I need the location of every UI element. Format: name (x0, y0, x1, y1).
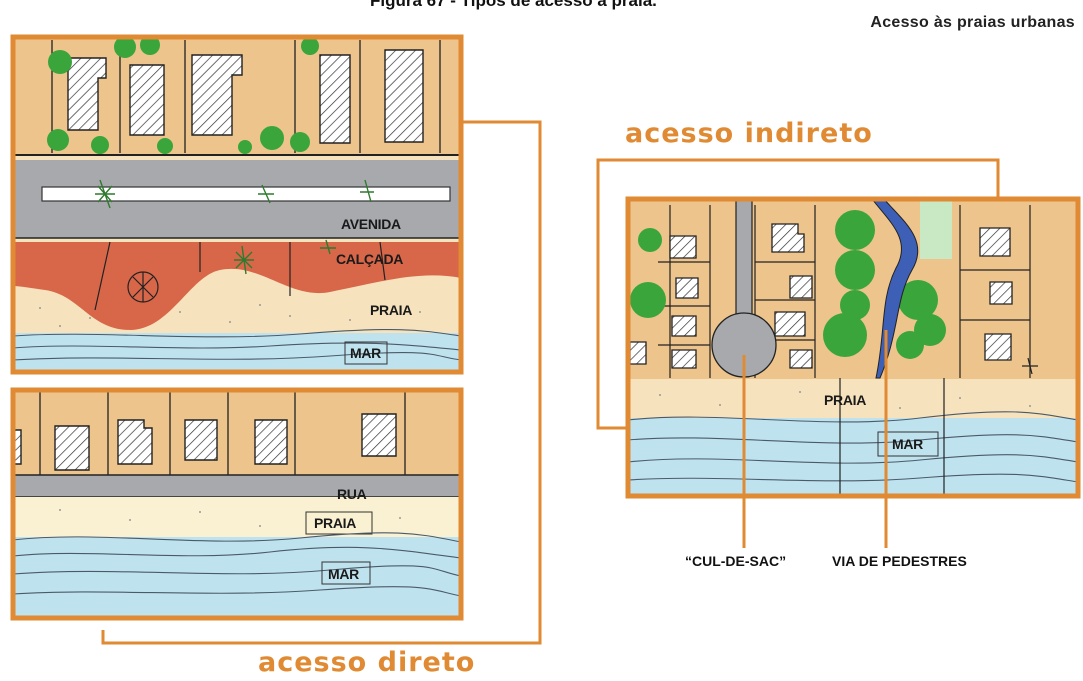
indirect-access-map (628, 199, 1078, 496)
building (54, 425, 90, 471)
sea-label: MAR (328, 566, 359, 582)
building (67, 57, 107, 131)
sea-label: MAR (350, 345, 381, 361)
avenue-label: AVENIDA (341, 216, 401, 232)
building (384, 49, 424, 143)
pedestrian-path-label: VIA DE PEDESTRES (832, 553, 967, 569)
beach-label: PRAIA (314, 515, 357, 531)
building (191, 54, 243, 136)
building (319, 54, 351, 144)
cul-de-sac-label: “CUL-DE-SAC” (685, 553, 787, 569)
section-title: Acesso às praias urbanas (870, 14, 1075, 31)
panel-frame (10, 34, 464, 375)
building (254, 419, 288, 465)
direct-access-bracket (101, 120, 542, 645)
panel-frame (625, 196, 1081, 499)
direct-access-street-map (13, 390, 461, 618)
beach-label: PRAIA (370, 302, 413, 318)
building (117, 419, 153, 465)
panel-frame (10, 387, 464, 621)
indirect-access-bracket (596, 158, 1000, 430)
figure-title: Figura 67 - Tipos de acesso à praia. (370, 0, 657, 10)
street-label: RUA (337, 486, 367, 502)
building (184, 419, 218, 461)
building (129, 64, 165, 136)
direct-access-label: acesso direto (258, 647, 476, 678)
building (361, 413, 397, 457)
direct-access-avenue-map (13, 37, 461, 372)
beach-label: PRAIA (824, 392, 867, 408)
indirect-access-label: acesso indireto (625, 118, 873, 149)
sidewalk-label: CALÇADA (336, 251, 404, 267)
sea-label: MAR (892, 436, 923, 452)
